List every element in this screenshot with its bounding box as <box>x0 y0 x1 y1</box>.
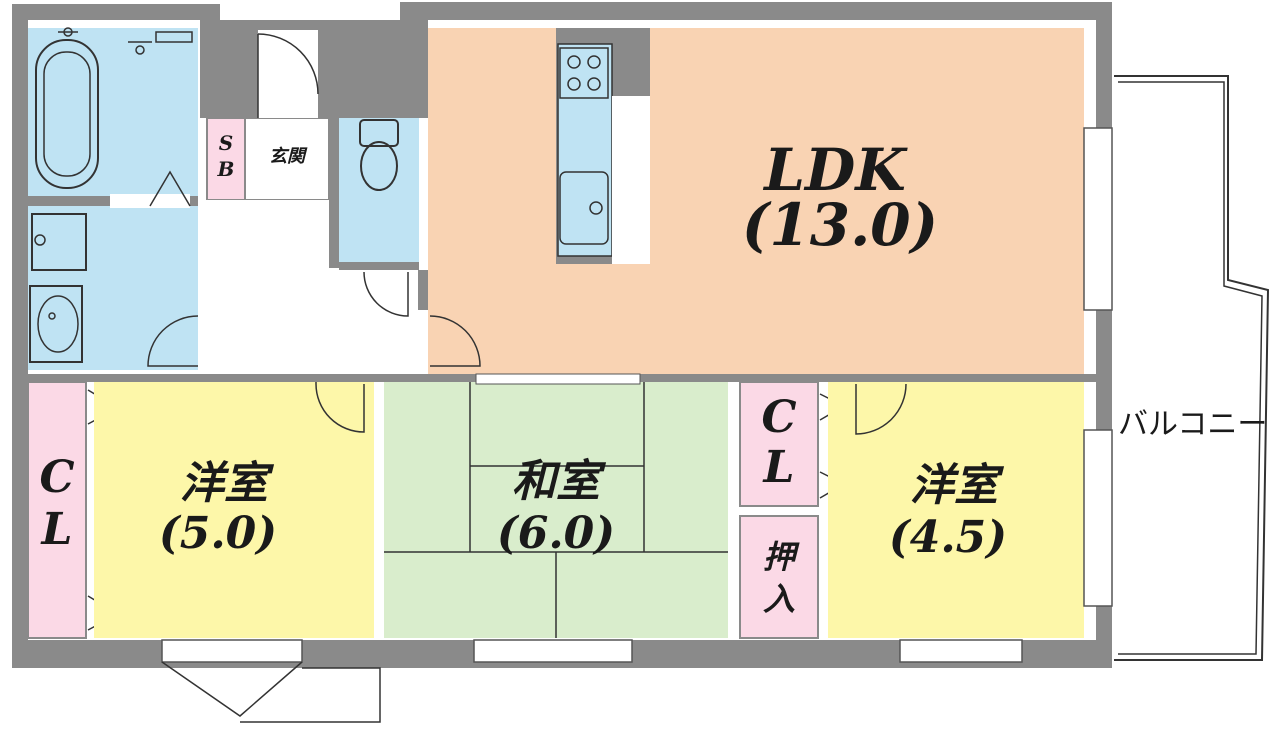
washroom <box>28 206 198 370</box>
genkan-label: 玄関 <box>269 146 308 167</box>
kitchen-counter <box>557 43 613 257</box>
balcony-inner <box>1118 81 1263 655</box>
window-bottom-right <box>899 639 1023 663</box>
ldk-label: LDK <box>762 136 908 204</box>
window-bottom-mid <box>473 639 633 663</box>
oshiire-top: 押 <box>763 538 800 576</box>
shoe-box-s: S <box>219 131 233 155</box>
japanese-label: 和室 <box>512 456 607 507</box>
tatami-lines <box>384 382 728 638</box>
closet-mid-l: L <box>762 442 795 493</box>
closet-mid-c: C <box>761 392 796 443</box>
door-swing-toilet <box>363 271 409 317</box>
sliding-door-japanese <box>475 373 641 385</box>
western-left-size: (5.0) <box>159 508 277 559</box>
door-swing-bath <box>149 170 191 207</box>
ldk-room <box>428 28 1084 374</box>
closet-left-l: L <box>40 504 73 555</box>
oshiire <box>739 515 819 639</box>
counter-bar <box>612 96 650 264</box>
shoe-box-b: B <box>217 157 235 181</box>
window-bottom-left <box>161 639 303 663</box>
wall-hall-toilet <box>329 118 339 268</box>
shower-icon <box>128 31 193 55</box>
closet-left-c: C <box>39 452 74 503</box>
western-right-label: 洋室 <box>910 460 1005 511</box>
western-right-size: (4.5) <box>889 512 1007 563</box>
washer-icon <box>31 213 87 271</box>
western-room-left <box>94 382 374 638</box>
door-swing-ldk <box>429 315 481 367</box>
door-swing-wash <box>147 315 199 367</box>
bathroom <box>28 28 198 196</box>
sink-icon <box>559 171 609 245</box>
western-room-right <box>828 382 1084 638</box>
door-swing-west-right <box>855 383 907 435</box>
ldk-size: (13.0) <box>742 191 938 259</box>
oshiire-bottom: 入 <box>763 580 795 618</box>
closet-mid <box>739 381 819 507</box>
wall-toilet-bottom <box>339 262 419 270</box>
bathtub-icon <box>35 27 99 189</box>
entry-door <box>257 30 319 118</box>
western-left-label: 洋室 <box>180 458 275 509</box>
japanese-size: (6.0) <box>497 508 615 559</box>
genkan <box>244 117 330 201</box>
bath-door <box>110 194 190 208</box>
washbasin-icon <box>29 285 83 363</box>
window-ldk <box>1083 127 1113 311</box>
door-swing-west-left <box>315 382 365 433</box>
bay-ledge <box>240 667 381 723</box>
closet-left <box>27 381 87 639</box>
window-west-right <box>1083 429 1113 607</box>
toilet-icon <box>359 119 399 191</box>
balcony-label: バルコニー <box>1118 407 1267 442</box>
balcony-outline <box>1114 75 1270 661</box>
stove-icon <box>559 47 609 99</box>
wall-ldk-left <box>418 270 428 310</box>
bay-window <box>161 661 303 717</box>
